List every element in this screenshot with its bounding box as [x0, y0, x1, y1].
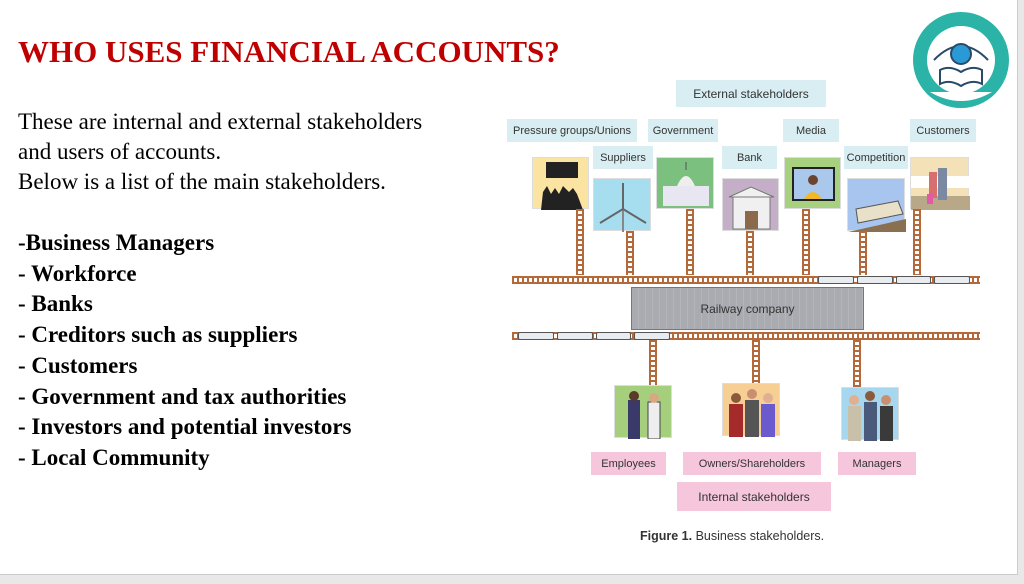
figure-caption: Figure 1. Business stakeholders.	[640, 529, 824, 543]
label-bank: Bank	[722, 146, 777, 169]
list-item: - Government and tax authorities	[18, 383, 347, 409]
internal-stakeholders-label: Internal stakeholders	[677, 482, 831, 511]
train	[818, 276, 970, 284]
list-item: -Business Managers	[18, 230, 215, 255]
train	[518, 332, 670, 340]
list-item: - Banks	[18, 291, 93, 317]
list-item: - Local Community	[18, 444, 210, 470]
list-item: - Customers	[18, 352, 138, 378]
track	[746, 231, 754, 275]
train-image	[847, 178, 906, 232]
track	[913, 209, 921, 275]
railway-company-box: Railway company	[631, 287, 864, 330]
academy-logo	[910, 10, 1013, 110]
label-competition: Competition	[844, 146, 908, 169]
external-stakeholders-label: External stakeholders	[676, 80, 826, 107]
track	[649, 340, 657, 386]
government-building-image	[656, 157, 714, 209]
label-managers: Managers	[838, 452, 916, 475]
intro-text: These are internal and external stakehol…	[18, 107, 422, 197]
protest-image	[532, 157, 589, 210]
internal-track	[512, 332, 980, 340]
external-track	[512, 276, 980, 284]
label-government: Government	[648, 119, 718, 142]
list-item: - Investors and potential investors	[18, 414, 352, 440]
media-image	[784, 157, 841, 209]
label-employees: Employees	[591, 452, 666, 475]
label-media: Media	[783, 119, 839, 142]
track	[802, 209, 810, 275]
list-item: - Creditors such as suppliers	[18, 322, 298, 348]
intro-line: These are internal and external stakehol…	[18, 109, 423, 134]
track	[752, 340, 760, 386]
caption-text: Business stakeholders.	[692, 529, 825, 543]
intro-line: and users of accounts.	[18, 139, 222, 164]
customers-image	[910, 157, 970, 210]
owners-image	[722, 383, 780, 437]
intro-line: Below is a list of the main stakeholders…	[18, 169, 386, 194]
label-owners: Owners/Shareholders	[683, 452, 821, 475]
managers-image	[841, 387, 899, 441]
track	[626, 231, 634, 275]
track	[859, 231, 867, 275]
bank-image	[722, 178, 779, 231]
label-customers: Customers	[910, 119, 976, 142]
caption-label: Figure 1.	[640, 529, 693, 543]
track	[853, 340, 861, 388]
label-suppliers: Suppliers	[593, 146, 653, 169]
wind-turbine-image	[593, 178, 651, 232]
label-pressure-groups: Pressure groups/Unions	[507, 119, 637, 142]
employees-image	[614, 385, 672, 440]
track	[686, 209, 694, 275]
slide: WHO USES FINANCIAL ACCOUNTS? These are i…	[0, 0, 1018, 575]
stakeholder-list: -Business Managers - Workforce - Banks -…	[18, 228, 352, 474]
list-item: - Workforce	[18, 260, 137, 286]
slide-title: WHO USES FINANCIAL ACCOUNTS?	[18, 34, 560, 69]
track	[576, 209, 584, 275]
